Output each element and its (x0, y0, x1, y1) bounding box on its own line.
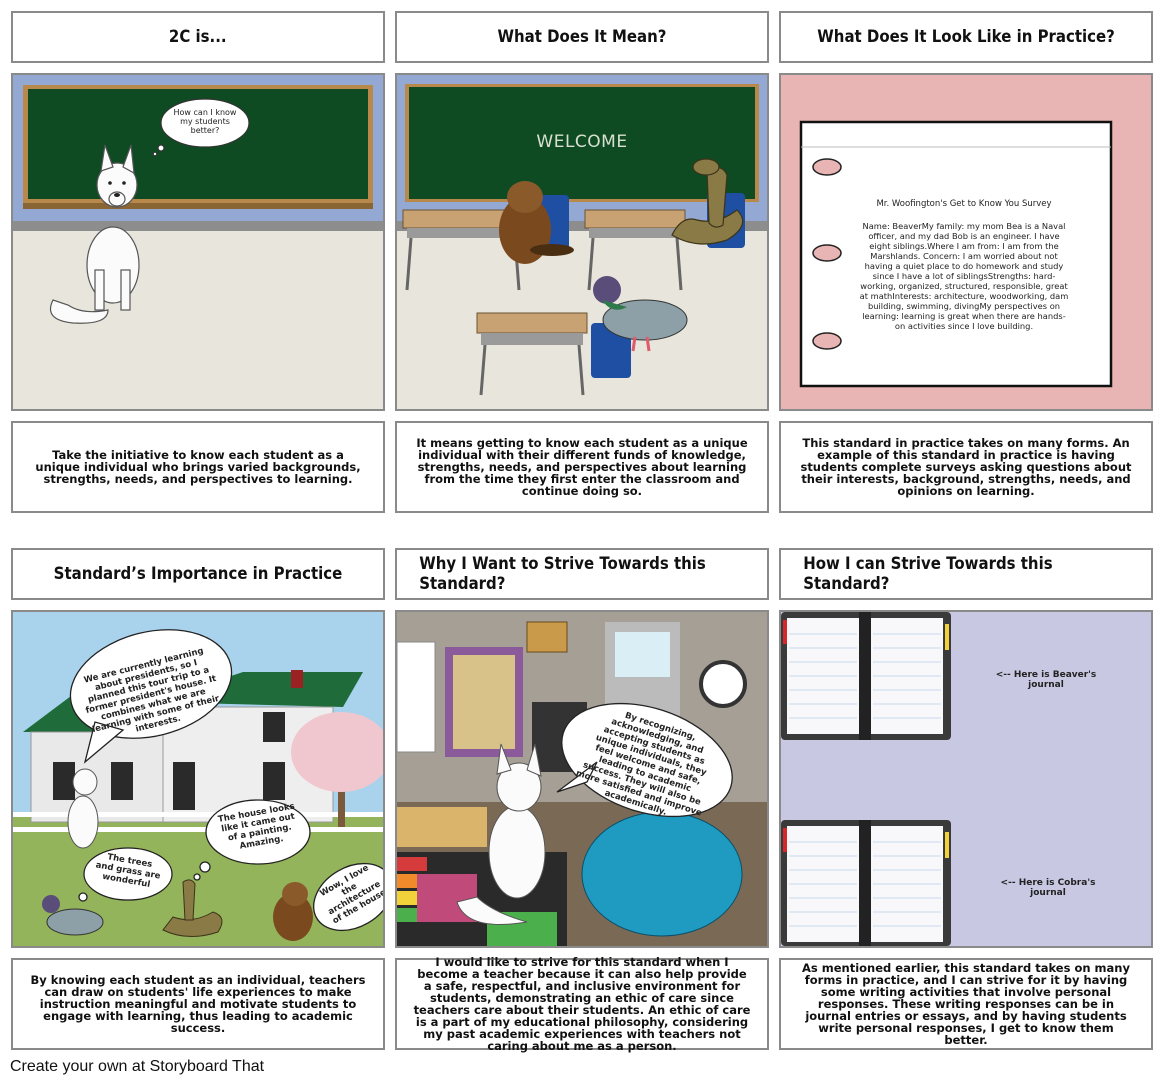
survey-content: Mr. Woofington's Get to Know You Survey … (859, 199, 1069, 331)
beaver-figure (499, 181, 574, 264)
journals-scene (781, 612, 951, 946)
panel-1-caption-box: Take the initiative to know each student… (11, 421, 385, 513)
panel-6-caption-box: As mentioned earlier, this standard take… (779, 958, 1153, 1050)
panel-1-title: 2C is... (169, 27, 227, 47)
cobra-journal (781, 820, 951, 946)
panel-1-scene: How can I know my students better? (11, 73, 385, 411)
panel-4-caption-box: By knowing each student as an individual… (11, 958, 385, 1050)
panel-4-title: Standard’s Importance in Practice (53, 564, 343, 584)
cobra-journal-label: <-- Here is Cobra's journal (1000, 878, 1096, 898)
panel-6-scene: <-- Here is Beaver's journal <-- Here is… (779, 610, 1153, 948)
classroom-scene-2 (397, 75, 767, 409)
survey-body: Name: BeaverMy family: my mom Bea is a N… (859, 221, 1069, 331)
panel-5-scene: By recognizing, acknowledging, and accep… (395, 610, 769, 948)
panel-2-caption: It means getting to know each student as… (416, 436, 748, 498)
panel-2-scene: WELCOME (395, 73, 769, 411)
chalkboard-text: WELCOME (536, 132, 628, 152)
classroom-scene-1 (13, 75, 383, 409)
panel-4-title-box: Standard’s Importance in Practice (11, 548, 385, 600)
panel-3-title: What Does It Look Like in Practice? (817, 27, 1115, 47)
thought-bubble (152, 98, 250, 157)
dog-thought-text: How can I know my students better? (173, 108, 237, 135)
cobra-figure-small (162, 879, 223, 937)
panel-5-title: Why I Want to Strive Towards this Standa… (419, 554, 706, 594)
survey-title: Mr. Woofington's Get to Know You Survey (876, 199, 1052, 209)
panel-3-title-box: What Does It Look Like in Practice? (779, 11, 1153, 63)
panel-5-caption: I would like to strive for this standard… (413, 955, 751, 1053)
panel-6-title-box: How I can Strive Towards this Standard? (779, 548, 1153, 600)
panel-6-caption: As mentioned earlier, this standard take… (802, 961, 1130, 1047)
dog-figure-small (67, 768, 99, 849)
speech-bubbles (69, 629, 383, 932)
beaver-figure-small (273, 882, 313, 941)
panel-2-title-box: What Does It Mean? (395, 11, 769, 63)
panel-1-title-box: 2C is... (11, 11, 385, 63)
panel-3-caption-box: This standard in practice takes on many … (779, 421, 1153, 513)
pigeon-figure (593, 276, 688, 352)
storyboard-footer-link[interactable]: Create your own at Storyboard That (10, 1058, 265, 1075)
panel-5-title-box: Why I Want to Strive Towards this Standa… (395, 548, 769, 600)
pigeon-figure-small (42, 895, 104, 936)
panel-4-caption: By knowing each student as an individual… (30, 973, 366, 1035)
classroom-scene-3 (397, 612, 767, 946)
cobra-figure (671, 158, 744, 245)
house-scene (13, 612, 383, 946)
panel-6-title: How I can Strive Towards this Standard? (803, 554, 1053, 594)
panel-4-scene: We are currently learning about presiden… (11, 610, 385, 948)
panel-2-title: What Does It Mean? (497, 27, 667, 47)
dog-figure-class (456, 743, 546, 925)
beaver-journal-label: <-- Here is Beaver's journal (995, 670, 1097, 690)
panel-1-caption: Take the initiative to know each student… (35, 448, 361, 486)
dog-figure (49, 144, 140, 324)
panel-5-caption-box: I would like to strive for this standard… (395, 955, 769, 1053)
survey-paper (799, 120, 1113, 388)
panel-2-caption-box: It means getting to know each student as… (395, 421, 769, 513)
panel-3-caption: This standard in practice takes on many … (800, 436, 1132, 498)
panel-3-scene: Mr. Woofington's Get to Know You Survey … (779, 73, 1153, 411)
